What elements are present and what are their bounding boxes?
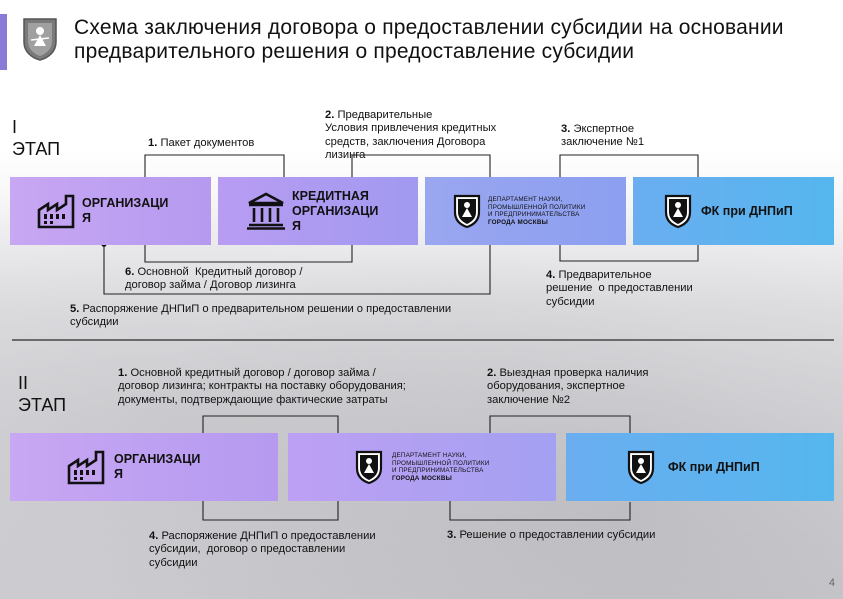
box-label-s2-organization: ОРГАНИЗАЦИ Я (114, 452, 201, 481)
step-2-text: Предварительные Условия привлечения кред… (325, 109, 497, 162)
bank-icon (247, 192, 285, 230)
department-name: ДЕПАРТАМЕНТ НАУКИ, ПРОМЫШЛЕННОЙ ПОЛИТИКИ… (392, 452, 489, 482)
department-name-line-3: И ПРЕДПРИНИМАТЕЛЬСТВА (392, 467, 484, 474)
line-s2-step-4 (202, 492, 339, 521)
department-emblem-icon (453, 194, 481, 229)
box-fk[interactable]: ФК при ДНПиП (633, 177, 834, 245)
box-label-fk: ФК при ДНПиП (701, 203, 793, 218)
s2-step-2-text: Выездная проверка наличия оборудования, … (487, 367, 649, 406)
step-4-annotation: 4. Предварительное решение о предоставле… (546, 269, 693, 309)
step-5-num: 5. (70, 303, 80, 315)
fk-emblem-icon (627, 450, 655, 485)
s2-step-4-num: 4. (149, 530, 159, 542)
department-emblem-icon (355, 450, 383, 485)
page-title: Схема заключения договора о предоставлен… (74, 16, 784, 63)
step-4-text: Предварительное решение о предоставлении… (546, 269, 693, 308)
box-label-s2-fk: ФК при ДНПиП (668, 459, 760, 474)
box-organization[interactable]: ОРГАНИЗАЦИ Я (10, 177, 211, 245)
step-6-text: Основной Кредитный договор / договор зай… (125, 266, 303, 292)
accent-bar (0, 14, 7, 70)
box-department[interactable]: ДЕПАРТАМЕНТ НАУКИ, ПРОМЫШЛЕННОЙ ПОЛИТИКИ… (425, 177, 626, 245)
department-name-line-4: ГОРОДА МОСКВЫ (488, 218, 548, 226)
step-1-annotation: 1. Пакет документов (148, 137, 254, 150)
s2-step-1-annotation: 1. Основной кредитный договор / договор … (118, 367, 406, 407)
s2-step-2-num: 2. (487, 367, 497, 379)
step-2-annotation: 2. Предварительные Условия привлечения к… (325, 109, 545, 163)
line-step-6 (144, 238, 353, 263)
step-5-annotation: 5. Распоряжение ДНПиП о предварительном … (70, 303, 451, 330)
department-name-line-3: И ПРЕДПРИНИМАТЕЛЬСТВА (488, 211, 580, 218)
step-3-annotation: 3. Экспертное заключение №1 (561, 123, 644, 150)
step-2-num: 2. (325, 109, 335, 121)
line-s2-step-1 (202, 415, 339, 438)
box-s2-fk[interactable]: ФК при ДНПиП (566, 433, 834, 501)
box-label-organization: ОРГАНИЗАЦИ Я (82, 196, 169, 225)
department-name-line-4: ГОРОДА МОСКВЫ (392, 474, 452, 482)
stage-2-label: II ЭТАП (18, 373, 67, 415)
box-s2-organization[interactable]: ОРГАНИЗАЦИ Я (10, 433, 278, 501)
department-name: ДЕПАРТАМЕНТ НАУКИ, ПРОМЫШЛЕННОЙ ПОЛИТИКИ… (488, 196, 585, 226)
s2-step-2-annotation: 2. Выездная проверка наличия оборудовани… (487, 367, 648, 407)
line-step-1 (144, 154, 285, 182)
s2-step-1-num: 1. (118, 367, 128, 379)
factory-icon (67, 450, 105, 485)
s2-step-1-text: Основной кредитный договор / договор зай… (118, 367, 406, 406)
moscow-coat-of-arms-icon (23, 18, 57, 61)
step-4-num: 4. (546, 269, 556, 281)
factory-icon (37, 194, 75, 229)
line-step-4 (559, 240, 699, 262)
department-name-line-1: ДЕПАРТАМЕНТ НАУКИ, (392, 452, 467, 459)
fk-emblem-icon (664, 194, 692, 229)
department-name-line-2: ПРОМЫШЛЕННОЙ ПОЛИТИКИ (488, 203, 586, 211)
step-6-annotation: 6. Основной Кредитный договор / договор … (125, 266, 302, 293)
s2-step-4-annotation: 4. Распоряжение ДНПиП о предоставлении с… (149, 530, 376, 570)
step-3-num: 3. (561, 123, 571, 135)
page-number: 4 (828, 577, 835, 589)
step-5-text: Распоряжение ДНПиП о предварительном реш… (70, 303, 452, 329)
department-name-line-1: ДЕПАРТАМЕНТ НАУКИ, (488, 196, 563, 203)
line-s2-step-2 (489, 415, 631, 438)
step-3-text: Экспертное заключение №1 (561, 123, 645, 149)
line-step-5 (103, 240, 491, 295)
s2-step-3-annotation: 3. Решение о предоставлении субсидии (447, 529, 655, 542)
s2-step-4-text: Распоряжение ДНПиП о предоставлении субс… (149, 530, 376, 569)
stage-divider (12, 339, 834, 341)
line-s2-step-3 (449, 496, 631, 521)
box-s2-department[interactable]: ДЕПАРТАМЕНТ НАУКИ, ПРОМЫШЛЕННОЙ ПОЛИТИКИ… (288, 433, 556, 501)
department-name-line-2: ПРОМЫШЛЕННОЙ ПОЛИТИКИ (392, 459, 490, 467)
s2-step-3-text: Решение о предоставлении субсидии (456, 529, 656, 541)
step-1-text: Пакет документов (157, 137, 255, 149)
stage-1-label: I ЭТАП (12, 117, 61, 159)
box-credit-organization[interactable]: КРЕДИТНАЯ ОРГАНИЗАЦИ Я (218, 177, 418, 245)
line-step-2 (351, 154, 491, 182)
step-1-num: 1. (148, 137, 158, 149)
line-step-3 (559, 154, 699, 182)
step-6-num: 6. (125, 266, 135, 278)
box-label-credit-organization: КРЕДИТНАЯ ОРГАНИЗАЦИ Я (292, 188, 379, 233)
s2-step-3-num: 3. (447, 529, 457, 541)
